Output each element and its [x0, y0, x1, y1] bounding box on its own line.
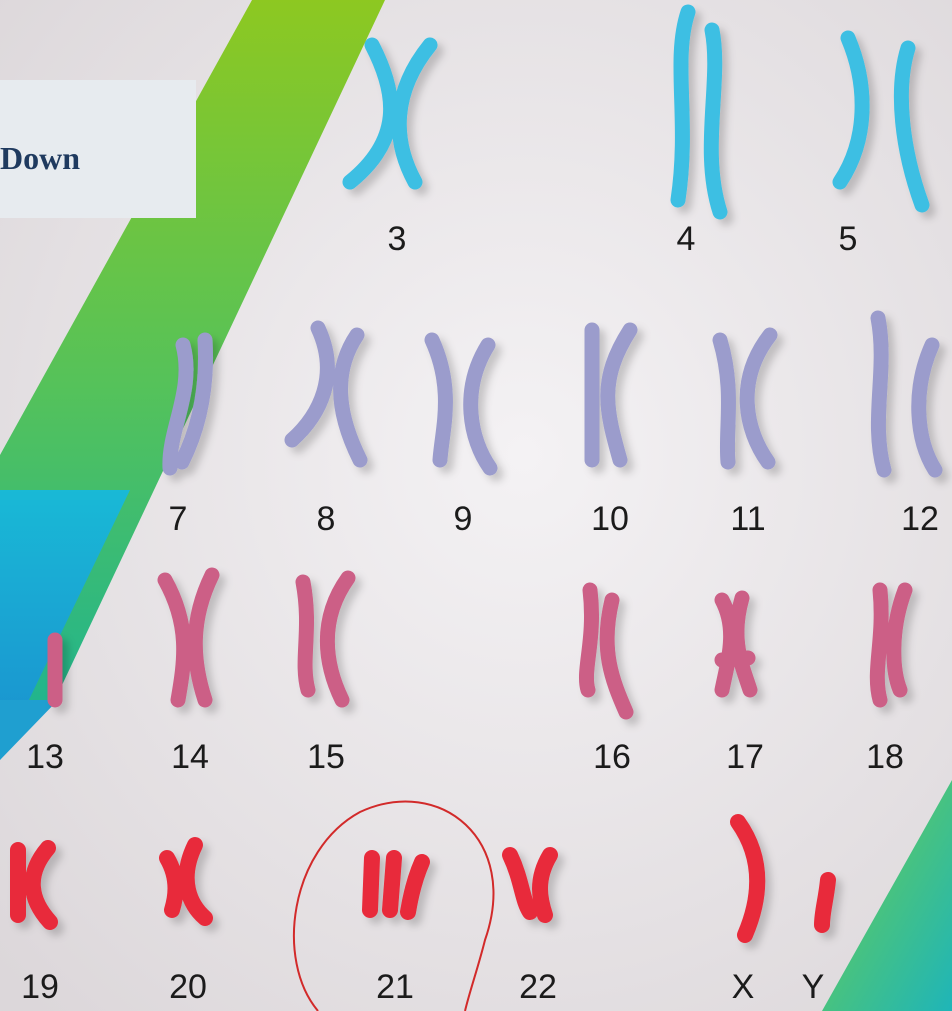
chromosome-label-x: X: [732, 970, 755, 1004]
chromosome-label-17: 17: [726, 740, 764, 774]
chromosome-label-19: 19: [21, 970, 59, 1004]
chromosome-label-4: 4: [677, 222, 696, 256]
chromosome-21a: [370, 858, 372, 910]
chromosome-label-20: 20: [169, 970, 207, 1004]
chromosome-label-18: 18: [866, 740, 904, 774]
chromosome-label-22: 22: [519, 970, 557, 1004]
chromosome-label-5: 5: [839, 222, 858, 256]
chromosome-label-14: 14: [171, 740, 209, 774]
chromosome-label-9: 9: [454, 502, 473, 536]
chromosome-label-y: Y: [802, 970, 825, 1004]
title-fragment: Down: [0, 140, 80, 177]
chromosome-label-8: 8: [317, 502, 336, 536]
chromosome-label-10: 10: [591, 502, 629, 536]
chromosome-label-3: 3: [388, 222, 407, 256]
chromosome-label-21: 21: [376, 970, 414, 1004]
chromosome-label-15: 15: [307, 740, 345, 774]
chromosome-label-12: 12: [901, 502, 939, 536]
chromosome-y: [822, 880, 828, 925]
chromosome-label-13: 13: [26, 740, 64, 774]
chromosome-label-16: 16: [593, 740, 631, 774]
chromosome-21b: [390, 858, 394, 910]
chromosome-label-11: 11: [730, 502, 765, 536]
chromosome-label-7: 7: [169, 502, 188, 536]
